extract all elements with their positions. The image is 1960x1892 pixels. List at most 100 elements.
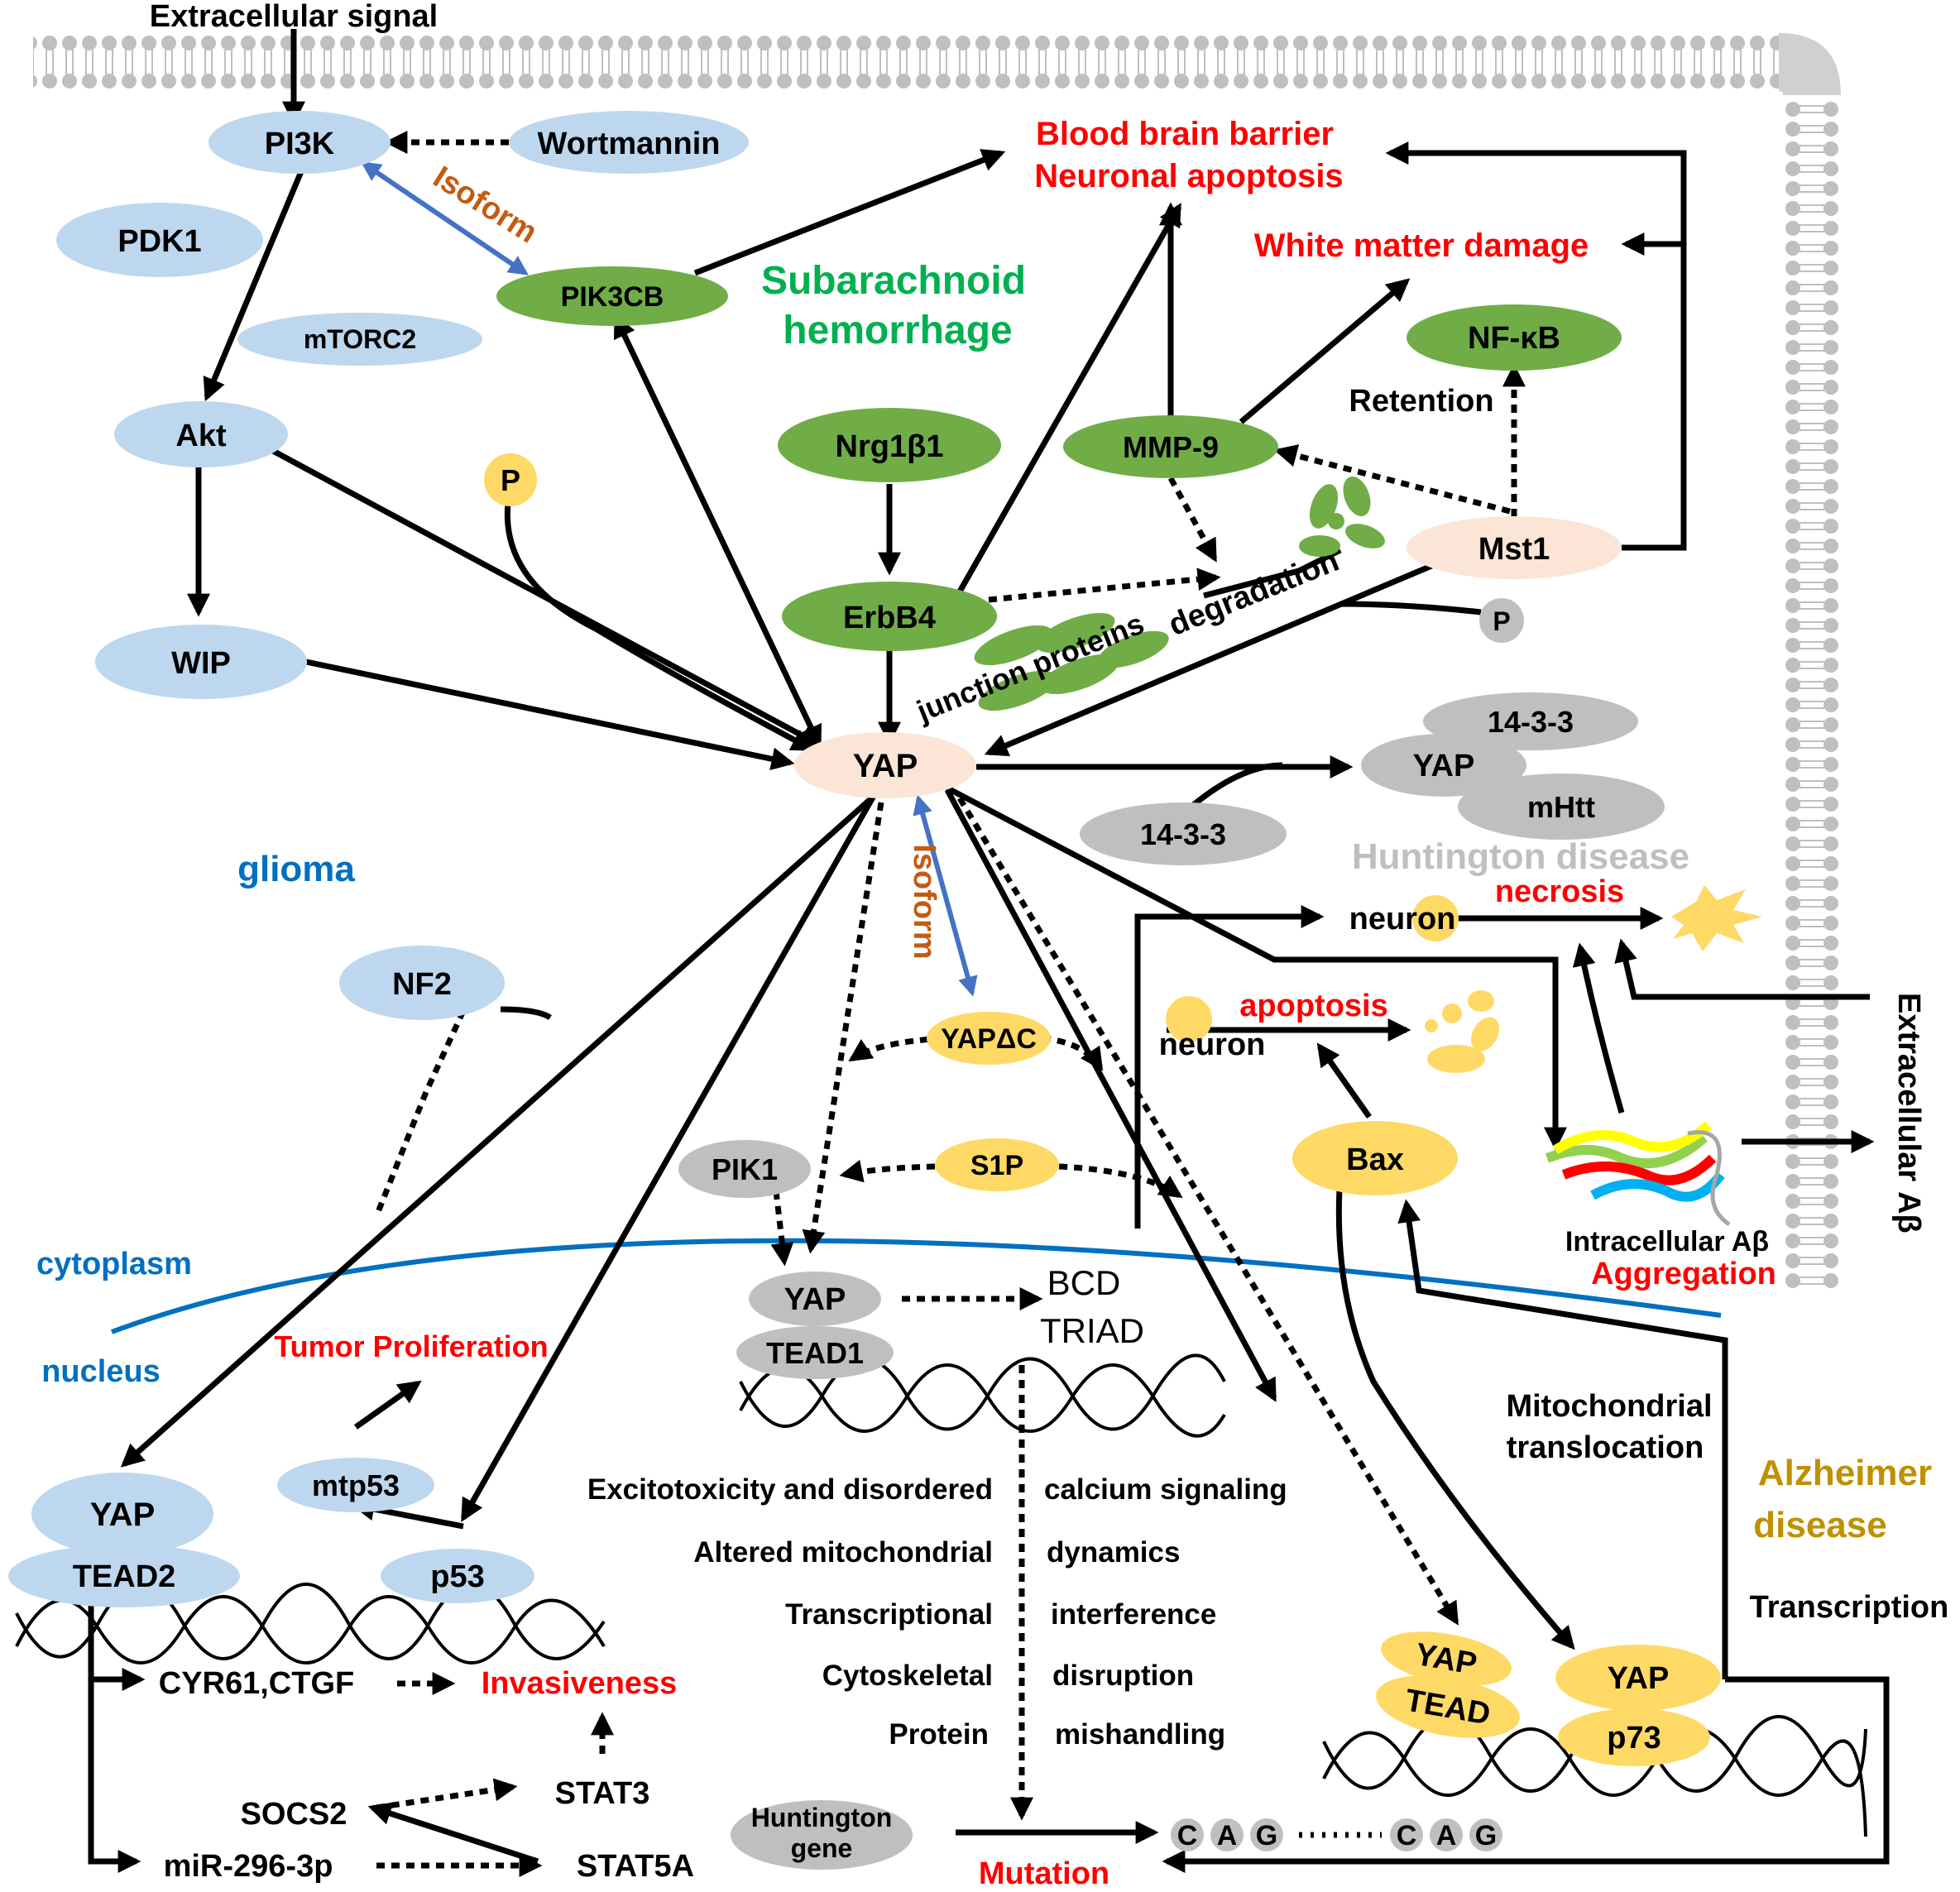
- extracellular-abeta-symbol: Aβ: [1891, 1191, 1926, 1233]
- svg-text:PIK1: PIK1: [712, 1152, 778, 1186]
- svg-text:YAP: YAP: [853, 748, 918, 784]
- svg-text:gene: gene: [791, 1833, 853, 1863]
- isoform-mid-label: Isoform: [907, 844, 942, 959]
- node-yap-tead1: YAP: [749, 1272, 881, 1326]
- node-wortmannin: Wortmannin: [509, 111, 749, 174]
- cyr61-ctgf-label: CYR61,CTGF: [159, 1666, 354, 1701]
- node-wip: WIP: [95, 625, 307, 699]
- stat3-label: STAT3: [555, 1776, 650, 1811]
- node-yap-tead2: YAP: [31, 1473, 213, 1555]
- svg-text:p53: p53: [430, 1559, 484, 1594]
- svg-text:PDK1: PDK1: [117, 224, 201, 259]
- node-huntington-gene: Huntington gene: [731, 1800, 913, 1870]
- node-mhtt: mHtt: [1458, 774, 1665, 840]
- svg-text:YAP: YAP: [90, 1497, 156, 1533]
- mutation-label: Mutation: [979, 1856, 1109, 1891]
- node-nrg1b1: Nrg1β1: [778, 408, 1001, 482]
- svg-text:14-3-3: 14-3-3: [1140, 817, 1226, 851]
- svg-text:14-3-3: 14-3-3: [1488, 705, 1574, 739]
- node-pi3k: PI3K: [208, 111, 391, 174]
- invasiveness-label: Invasiveness: [482, 1666, 678, 1701]
- solid-arrows: [88, 29, 1890, 1873]
- necrosis-burst-icon: [1671, 885, 1762, 951]
- necrosis-label: necrosis: [1495, 874, 1624, 909]
- isoform-top-label: Isoform: [427, 160, 543, 250]
- neuron-apoptosis: neuron: [1159, 996, 1266, 1062]
- svg-text:mtp53: mtp53: [312, 1468, 400, 1502]
- node-phospho-mst1: P: [1479, 598, 1524, 643]
- pi3k-label: PI3K: [265, 127, 335, 161]
- svg-text:Excitotoxicity and disordered: Excitotoxicity and disordered: [587, 1473, 993, 1506]
- svg-text:Mst1: Mst1: [1478, 532, 1550, 567]
- junction-proteins-shapes: [974, 612, 1169, 711]
- svg-text:neuron: neuron: [1349, 902, 1456, 936]
- aggregation-label: Aggregation: [1591, 1257, 1776, 1291]
- socs2-label: SOCS2: [241, 1797, 347, 1832]
- svg-text:P: P: [1493, 606, 1510, 636]
- tumor-proliferation-label: Tumor Proliferation: [274, 1329, 548, 1363]
- svg-text:calcium signaling: calcium signaling: [1044, 1473, 1287, 1506]
- node-p53: p53: [381, 1549, 534, 1603]
- node-nf2: NF2: [339, 946, 505, 1020]
- svg-text:Altered mitochondrial: Altered mitochondrial: [693, 1536, 993, 1569]
- nucleus-label: nucleus: [41, 1354, 161, 1389]
- cell-membrane: [33, 33, 1841, 1291]
- svg-text:Akt: Akt: [175, 419, 227, 453]
- bcd-label: BCD: [1047, 1263, 1121, 1302]
- svg-text:p73: p73: [1607, 1721, 1660, 1755]
- cytoplasm-label: cytoplasm: [36, 1247, 192, 1281]
- node-tead1: TEAD1: [736, 1326, 894, 1379]
- svg-text:A: A: [1436, 1820, 1457, 1851]
- svg-text:interference: interference: [1051, 1598, 1216, 1631]
- intracellular-abeta-label: Intracellular Aβ: [1565, 1226, 1769, 1257]
- white-matter-label: White matter damage: [1254, 228, 1589, 264]
- mitochondrial-label: Mitochondrial: [1506, 1389, 1712, 1424]
- neuronal-apoptosis-label: Neuronal apoptosis: [1034, 158, 1343, 194]
- svg-text:S1P: S1P: [970, 1150, 1023, 1181]
- svg-text:Transcriptional: Transcriptional: [785, 1598, 993, 1631]
- node-nfkb: NF-κB: [1407, 304, 1622, 371]
- degradation-label: degradation: [1164, 544, 1344, 643]
- svg-text:Huntington: Huntington: [751, 1803, 893, 1832]
- svg-text:A: A: [1217, 1820, 1238, 1851]
- nuclear-envelope: [110, 1238, 1722, 1334]
- retention-label: Retention: [1349, 384, 1493, 419]
- hd-mechanisms: Excitotoxicity and disordered Altered mi…: [587, 1473, 1287, 1751]
- svg-text:Protein: Protein: [889, 1718, 989, 1751]
- svg-text:P: P: [501, 463, 520, 497]
- isoform-arrow-mid: [913, 794, 978, 997]
- node-erbb4: ErbB4: [782, 582, 997, 651]
- bbb-label: Blood brain barrier: [1036, 116, 1334, 152]
- svg-text:MMP-9: MMP-9: [1123, 430, 1219, 464]
- extracellular-abeta-label: Extracellular: [1891, 993, 1926, 1181]
- svg-text:Wortmannin: Wortmannin: [538, 127, 721, 161]
- svg-text:YAPΔC: YAPΔC: [941, 1023, 1037, 1055]
- svg-text:TEAD2: TEAD2: [73, 1559, 176, 1594]
- dotted-arrows: [373, 131, 1526, 1877]
- svg-text:neuron: neuron: [1159, 1027, 1266, 1062]
- abeta-aggregate-icon: [1545, 1121, 1731, 1227]
- node-yap-1433: YAP: [1361, 734, 1526, 797]
- node-mtorc2: mTORC2: [237, 313, 482, 366]
- svg-text:YAP: YAP: [784, 1282, 846, 1317]
- disease-label: disease: [1753, 1505, 1886, 1545]
- svg-text:Nrg1β1: Nrg1β1: [836, 429, 944, 464]
- node-yap-tead: YAP: [1381, 1631, 1512, 1686]
- cag-repeat-right: C A G: [1390, 1818, 1502, 1851]
- stat5a-label: STAT5A: [577, 1849, 694, 1884]
- svg-text:PIK3CB: PIK3CB: [561, 281, 664, 313]
- svg-text:mHtt: mHtt: [1527, 790, 1595, 824]
- node-mmp9: MMP-9: [1063, 415, 1278, 478]
- svg-text:C: C: [1397, 1820, 1417, 1851]
- svg-text:ErbB4: ErbB4: [843, 601, 936, 635]
- subarachnoid-label: Subarachnoid: [761, 259, 1026, 303]
- neuron-necrosis: neuron: [1349, 895, 1459, 941]
- svg-text:Bax: Bax: [1346, 1142, 1404, 1177]
- node-yap-center: YAP: [794, 732, 976, 798]
- svg-text:TEAD1: TEAD1: [766, 1336, 864, 1370]
- svg-text:YAP: YAP: [1413, 749, 1475, 783]
- node-pik3cb: PIK3CB: [496, 266, 728, 326]
- svg-text:dynamics: dynamics: [1047, 1536, 1180, 1569]
- node-mtp53: mtp53: [277, 1458, 434, 1512]
